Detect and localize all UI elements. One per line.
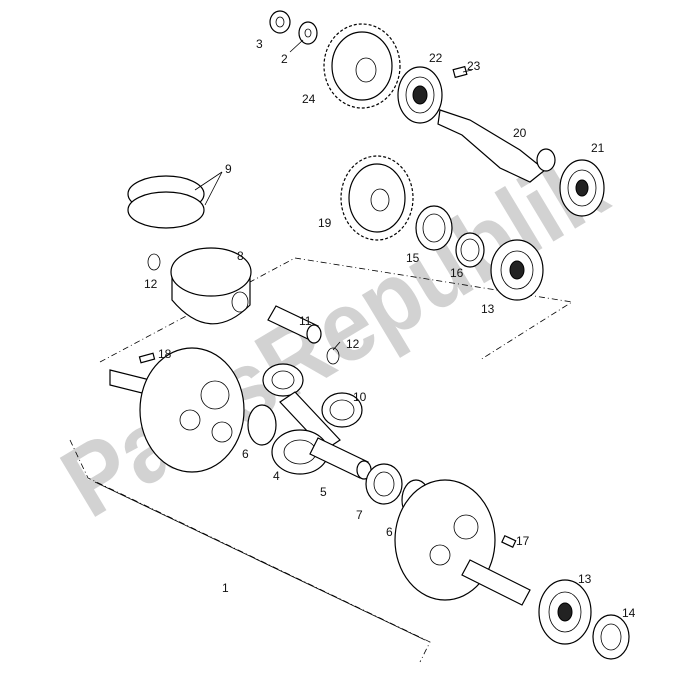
piston-part <box>170 247 252 325</box>
balance-bearing-part <box>397 66 443 124</box>
key-right-part <box>501 534 517 548</box>
crank-pin-part <box>309 437 372 480</box>
callout-23: 23 <box>467 59 481 73</box>
leader-9b <box>204 171 223 206</box>
crankshaft-assembly-outline <box>69 439 431 663</box>
balance-shaft-part <box>437 109 556 183</box>
main-bearing-upper-part <box>490 239 544 301</box>
callout-12-right: 12 <box>346 337 360 351</box>
circlip-right-part <box>326 347 340 365</box>
thrust-washer-left-part <box>247 404 277 446</box>
callout-17: 17 <box>516 534 530 548</box>
callout-9: 9 <box>225 162 232 176</box>
balance-shaft-bearing-part <box>559 159 605 217</box>
callout-3: 3 <box>256 37 263 51</box>
crank-half-right-part <box>394 479 531 606</box>
callout-6-left: 6 <box>242 447 249 461</box>
callout-4: 4 <box>273 469 280 483</box>
callout-13-lower: 13 <box>578 572 592 586</box>
callout-1: 1 <box>222 581 229 595</box>
drive-gear-part <box>340 155 414 241</box>
piston-rings-part <box>127 175 205 229</box>
leader-12b <box>332 341 341 351</box>
oil-seal-part <box>415 205 453 251</box>
key-part <box>138 352 156 364</box>
callout-24: 24 <box>302 92 316 106</box>
callout-18: 18 <box>158 347 172 361</box>
leader-9a <box>194 171 223 191</box>
callout-22: 22 <box>429 51 443 65</box>
small-end-bearing-part <box>321 392 363 428</box>
oil-seal-lower-part <box>592 614 630 660</box>
woodruff-key-part <box>452 65 468 79</box>
spacer-ring-part <box>455 232 485 268</box>
callout-13-upper: 13 <box>481 302 495 316</box>
crank-half-left-part <box>109 347 245 473</box>
main-bearing-lower-part <box>538 579 592 645</box>
nut-part <box>269 10 291 34</box>
callout-8: 8 <box>237 249 244 263</box>
leader-23 <box>462 69 473 73</box>
callout-7: 7 <box>356 508 363 522</box>
circlip-left-part <box>147 253 161 271</box>
callout-6-right: 6 <box>386 525 393 539</box>
callout-2: 2 <box>281 52 288 66</box>
callout-12-left: 12 <box>144 277 158 291</box>
piston-pin-part <box>267 305 322 344</box>
callout-leader-1 <box>94 481 426 641</box>
washer-part <box>298 21 318 45</box>
callout-5: 5 <box>320 485 327 499</box>
callout-10: 10 <box>353 390 367 404</box>
callout-19: 19 <box>318 216 332 230</box>
callout-15: 15 <box>406 251 420 265</box>
callout-16: 16 <box>450 266 464 280</box>
leader-2 <box>289 39 304 53</box>
big-end-bearing-part <box>365 463 403 505</box>
callout-11: 11 <box>299 314 312 328</box>
callout-20: 20 <box>513 126 527 140</box>
piston-assembly-outline <box>99 257 574 363</box>
callout-14: 14 <box>622 606 636 620</box>
callout-21: 21 <box>591 141 605 155</box>
balance-gear-part <box>323 23 401 109</box>
